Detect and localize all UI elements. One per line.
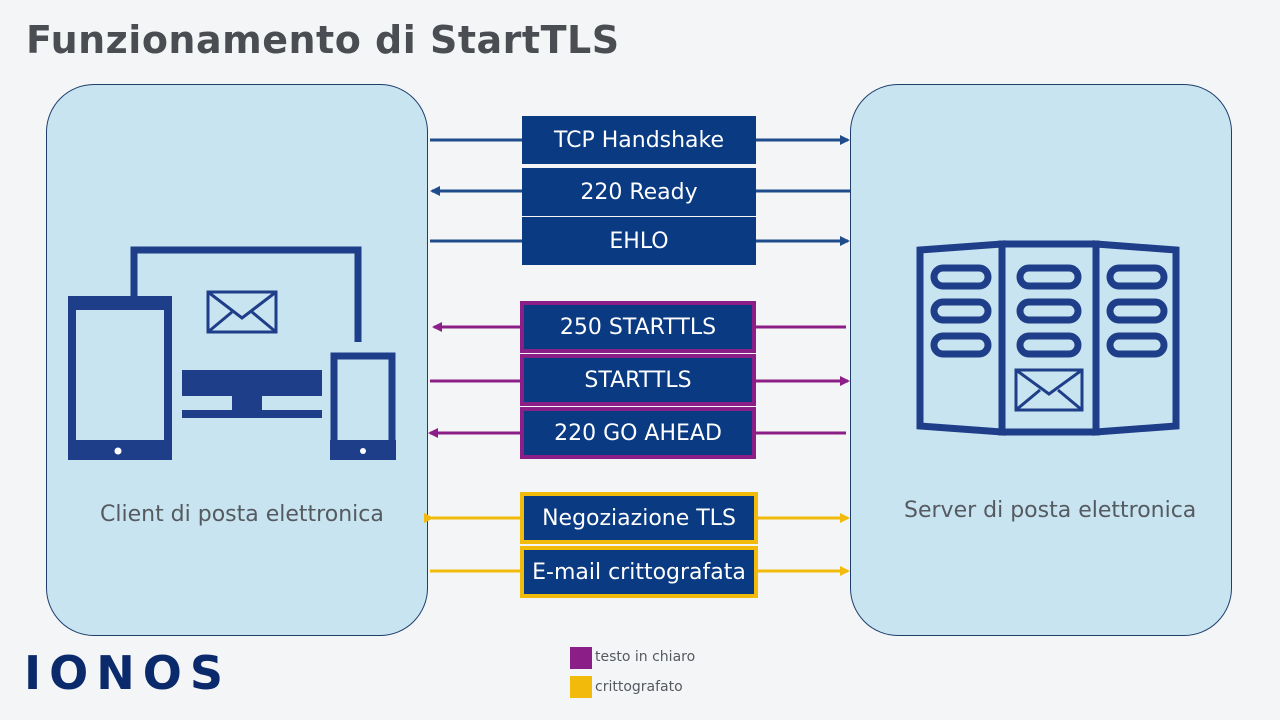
legend-label-plaintext: testo in chiaro bbox=[595, 649, 696, 665]
client-devices-icon bbox=[68, 246, 396, 460]
legend-swatch-plaintext bbox=[570, 647, 592, 669]
message-email-crittografata: E-mail crittografata bbox=[520, 546, 758, 598]
client-panel bbox=[46, 84, 428, 636]
message-220-go-ahead: 220 GO AHEAD bbox=[520, 407, 756, 459]
server-rack-icon bbox=[916, 240, 1180, 436]
message-ehlo: EHLO bbox=[522, 217, 756, 265]
message-250-starttls: 250 STARTTLS bbox=[520, 301, 756, 353]
client-label: Client di posta elettronica bbox=[100, 502, 384, 527]
legend-swatch-encrypted bbox=[570, 676, 592, 698]
legend-label-encrypted: crittografato bbox=[595, 679, 683, 695]
message-tcp-handshake: TCP Handshake bbox=[522, 116, 756, 164]
message-starttls: STARTTLS bbox=[520, 354, 756, 406]
server-panel bbox=[850, 84, 1232, 636]
page-title: Funzionamento di StartTLS bbox=[26, 18, 620, 62]
ionos-logo: IONOS bbox=[24, 646, 231, 700]
server-label: Server di posta elettronica bbox=[904, 498, 1197, 523]
message-negoziazione-tls: Negoziazione TLS bbox=[520, 492, 758, 544]
message-220-ready: 220 Ready bbox=[522, 168, 756, 216]
